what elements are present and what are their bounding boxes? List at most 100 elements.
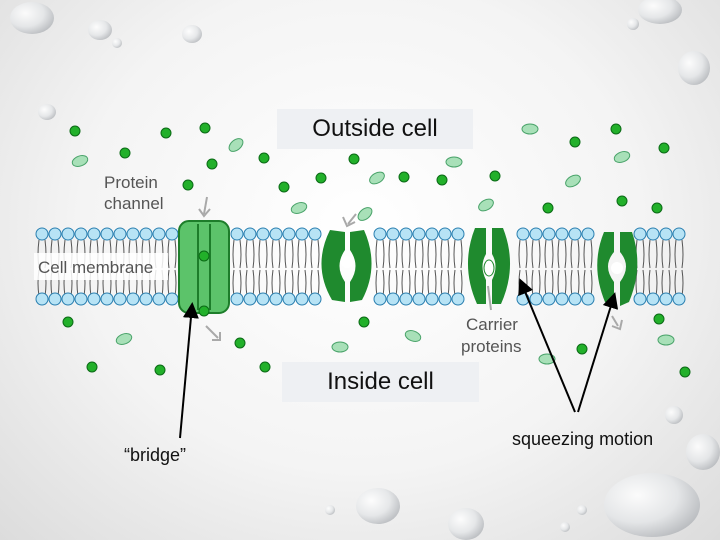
molecule-dot-icon [182, 179, 194, 191]
molecule-oval-icon [369, 171, 385, 185]
inside-cell-label: Inside cell [282, 362, 479, 402]
molecule-oval-icon [115, 333, 133, 345]
molecule-dot-icon [569, 136, 581, 148]
molecule-oval-icon [71, 155, 89, 167]
water-droplet-icon [560, 522, 570, 532]
water-droplet-icon [112, 38, 122, 48]
phospholipid [542, 227, 556, 306]
phospholipid [373, 227, 387, 306]
carrier-protein-open-outside [321, 230, 372, 302]
molecule-oval-icon [228, 138, 244, 152]
molecule-oval-icon [565, 174, 581, 188]
molecule-dot-icon [259, 361, 271, 373]
phospholipid [672, 227, 686, 306]
cell-membrane-label-bg [34, 253, 168, 280]
molecule-dot-icon [119, 147, 131, 159]
molecule-oval-icon [483, 259, 495, 277]
carrier-protein-open-inside [597, 232, 638, 306]
molecule-oval-icon [290, 202, 308, 214]
molecule-dot-icon [398, 171, 410, 183]
molecule-dot-icon [576, 343, 588, 355]
molecule-dot-icon [348, 153, 360, 165]
phospholipid [256, 227, 270, 306]
molecule-dot-icon [358, 316, 370, 328]
molecule-dot-icon [154, 364, 166, 376]
water-droplet-icon [678, 51, 710, 85]
molecule-oval-icon [521, 123, 539, 135]
molecule-oval-icon [478, 198, 494, 212]
molecule-dot-icon [542, 202, 554, 214]
phospholipid [555, 227, 569, 306]
molecule-dot-icon [315, 172, 327, 184]
water-droplet-icon [38, 104, 56, 120]
water-droplet-icon [577, 505, 587, 515]
bridge-label: “bridge” [124, 445, 187, 465]
molecule-oval-icon [613, 151, 631, 163]
outside-cell-label: Outside cell [277, 109, 473, 149]
molecule-dot-icon [206, 158, 218, 170]
phospholipid [646, 227, 660, 306]
water-droplet-icon [88, 20, 112, 40]
molecule-oval-icon [357, 207, 373, 221]
bridge-arrow [179, 302, 199, 439]
molecule-oval-icon [657, 334, 675, 346]
carrier-protein-closed [467, 228, 511, 304]
molecule-dot-icon [160, 127, 172, 139]
phospholipid [386, 227, 400, 306]
squeeze-arrow-right [577, 292, 619, 413]
phospholipid [74, 227, 88, 306]
molecule-oval-icon [445, 156, 463, 168]
phospholipid [308, 227, 322, 306]
water-droplet-icon [665, 406, 683, 424]
phospholipid [438, 227, 452, 306]
phospholipid [152, 227, 166, 306]
phospholipid [659, 227, 673, 306]
phospholipid [100, 227, 114, 306]
molecule-dot-icon [616, 195, 628, 207]
phospholipid [425, 227, 439, 306]
phospholipid [451, 227, 465, 306]
water-droplet-icon [10, 2, 54, 34]
phospholipid [516, 227, 530, 306]
molecule-dot-icon [489, 170, 501, 182]
water-droplet-icon [638, 0, 682, 24]
phospholipid [581, 227, 595, 306]
phospholipid [568, 227, 582, 306]
water-droplet-icon [356, 488, 400, 524]
phospholipid [295, 227, 309, 306]
phospholipid [165, 227, 179, 306]
molecule-dot-icon [341, 256, 353, 268]
molecule-dot-icon [679, 366, 691, 378]
molecule-dot-icon [86, 361, 98, 373]
water-droplet-icon [325, 505, 335, 515]
phospholipid [61, 227, 75, 306]
water-droplet-icon [627, 18, 639, 30]
flow-arrows [198, 196, 623, 341]
cell-membrane-label: Cell membrane [38, 258, 153, 277]
phospholipid [399, 227, 413, 306]
carrier-label-pointer [487, 285, 492, 311]
molecule-dot-icon [278, 181, 290, 193]
water-droplet-icon [686, 434, 720, 470]
squeezing-motion-label: squeezing motion [512, 429, 654, 449]
molecule-dot-icon [610, 123, 622, 135]
phospholipid [243, 227, 257, 306]
molecule-dot-icon [62, 316, 74, 328]
phospholipid [282, 227, 296, 306]
protein-channel [178, 220, 230, 317]
molecule-dot-icon [258, 152, 270, 164]
phospholipid [529, 227, 543, 306]
phospholipid [269, 227, 283, 306]
protein-channel-label: Protein channel [104, 173, 164, 213]
molecule-dot-icon [611, 262, 623, 274]
molecule-dot-icon [436, 174, 448, 186]
molecule-dot-icon [69, 125, 81, 137]
water-droplet-icon [182, 25, 202, 43]
phospholipid [412, 227, 426, 306]
water-droplets [10, 0, 720, 540]
molecule-oval-icon [331, 341, 349, 353]
squeeze-arrow-left [518, 278, 576, 413]
water-droplet-icon [448, 508, 484, 540]
molecule-dot-icon [198, 305, 210, 317]
